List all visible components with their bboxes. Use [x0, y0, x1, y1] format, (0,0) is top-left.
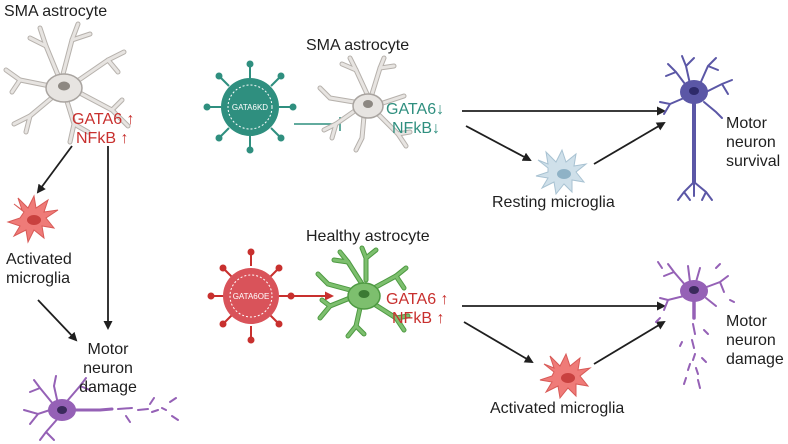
bottom-panel-title: Healthy astrocyte — [306, 228, 430, 245]
left-damage-label-line1: Motor — [87, 341, 129, 358]
left-panel-title: SMA astrocyte — [4, 3, 108, 20]
damage-label-line3: damage — [726, 351, 784, 368]
left-damage-label-line2: neuron — [83, 360, 133, 377]
activated-microglia-left-icon — [6, 194, 59, 244]
damage-label-line2: neuron — [726, 332, 776, 349]
gata6oe-virus-icon: GATA6OE — [207, 248, 295, 344]
top-panel-title: SMA astrocyte — [306, 37, 410, 54]
left-microglia-label-line1: Activated — [6, 251, 72, 268]
arrow-top-to-resting — [465, 125, 532, 161]
gata6oe-label: GATA6OE — [233, 292, 270, 301]
activated-microglia-bottom-icon — [539, 352, 592, 400]
activated-microglia-label: Activated microglia — [490, 400, 625, 417]
motor-neuron-damage-icon — [655, 261, 735, 389]
gata6kd-virus-icon: GATA6KD — [203, 60, 297, 154]
damage-label-line1: Motor — [726, 313, 767, 330]
top-nfkb-label: NFkB↓ — [392, 120, 440, 137]
gata6kd-label: GATA6KD — [232, 103, 268, 112]
resting-microglia-label: Resting microglia — [492, 194, 615, 211]
damaged-neuron-left-icon — [23, 375, 179, 441]
bottom-nfkb-label: NFkB ↑ — [392, 310, 445, 327]
arrow-activated-to-damage — [593, 320, 666, 365]
survival-label-line2: neuron — [726, 134, 776, 151]
survival-label-line1: Motor — [726, 115, 767, 132]
arrow-resting-to-survival — [593, 121, 666, 165]
arrow-healthy-to-activated — [463, 321, 534, 364]
left-damage-label-line3: damage — [79, 379, 137, 396]
sma-astrocyte-top-icon — [317, 55, 413, 153]
arrow-microglia-to-damage — [37, 299, 78, 342]
sma-astrocyte-left-icon — [3, 21, 131, 145]
arrow-astro-to-microglia — [36, 145, 73, 194]
left-nfkb-label: NFkB ↑ — [76, 130, 129, 147]
left-microglia-label-line2: microglia — [6, 270, 71, 287]
motor-neuron-survival-icon — [659, 55, 733, 201]
healthy-astrocyte-icon — [315, 245, 411, 339]
top-gata6-label: GATA6↓ — [386, 101, 445, 118]
resting-microglia-icon — [535, 148, 588, 196]
survival-label-line3: survival — [726, 153, 781, 170]
left-gata6-label: GATA6 ↑ — [72, 111, 135, 128]
bottom-gata6-label: GATA6 ↑ — [386, 291, 449, 308]
